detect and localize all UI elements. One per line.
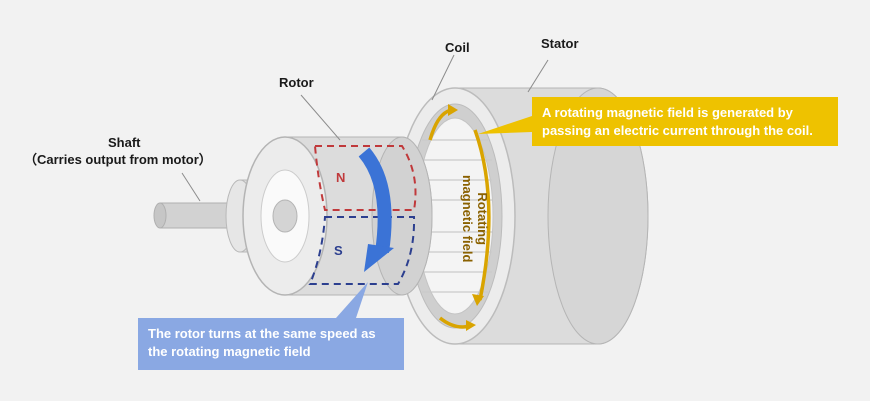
stator-label: Stator: [541, 36, 579, 51]
leader-lines: [181, 54, 549, 202]
blue-callout-pointer: [336, 282, 368, 318]
yellow-callout-pointer: [478, 116, 532, 134]
rotor-label: Rotor: [279, 75, 314, 90]
coil-current-line2: passing an electric current through the …: [542, 123, 813, 138]
n-pole-outline: [313, 145, 417, 211]
s-pole-outline: [308, 216, 416, 285]
rotor: [242, 136, 433, 296]
rotating-field-line1: Rotating: [475, 192, 490, 246]
coil-label: Coil: [445, 40, 470, 55]
rotating-field-line2: magnetic field: [460, 175, 475, 263]
rotor-speed-line1: The rotor turns at the same speed as: [148, 326, 376, 341]
coil-current-callout: A rotating magnetic field is generated b…: [532, 97, 838, 146]
shaft: [153, 202, 236, 229]
rotor-speed-callout: The rotor turns at the same speed as the…: [138, 318, 404, 370]
field-arrowheads: [448, 104, 484, 331]
rotor-rotation-arrow: [358, 147, 392, 254]
coil-current-line1: A rotating magnetic field is generated b…: [542, 105, 793, 120]
s-pole-label: S: [334, 243, 343, 258]
n-pole-label: N: [336, 170, 346, 185]
rotor-arrowhead: [364, 244, 394, 272]
rotor-speed-line2: the rotating magnetic field: [148, 344, 311, 359]
shaft-sublabel: （Carries output from motor）: [24, 152, 212, 167]
stator: [394, 87, 649, 345]
shaft-label: Shaft: [108, 135, 141, 150]
rotating-field-label: Rotating magnetic field: [460, 175, 490, 262]
